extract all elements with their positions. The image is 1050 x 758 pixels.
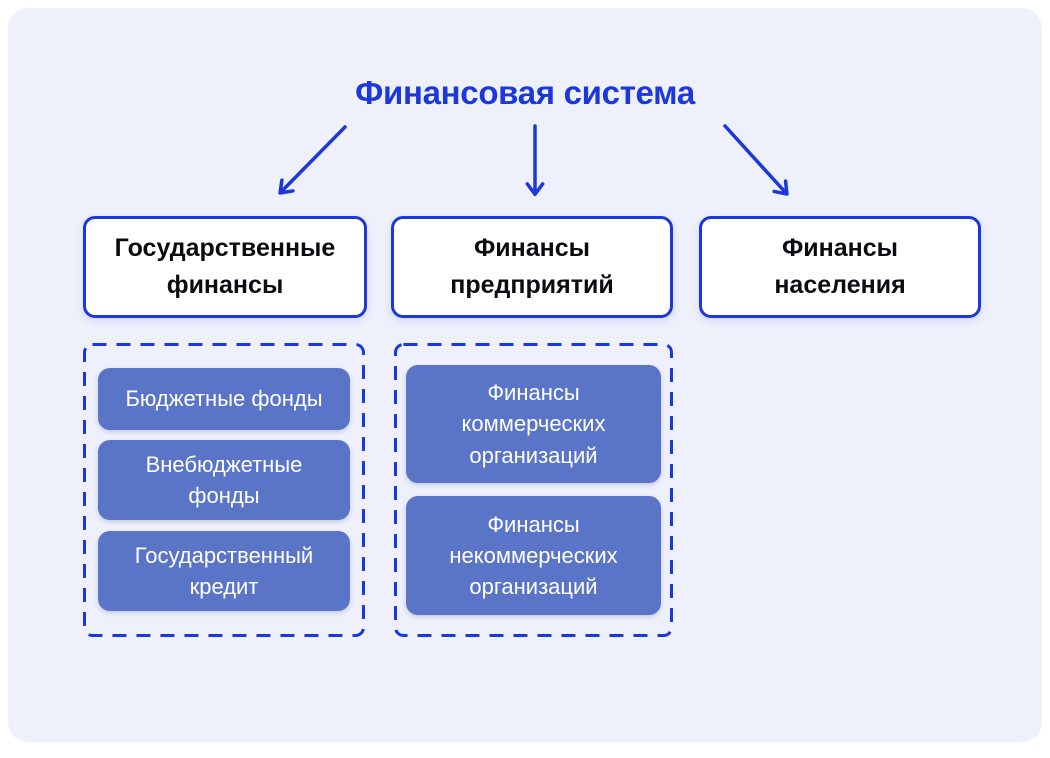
child-node-extrabudgetary-funds: Внебюджетные фонды: [98, 440, 350, 520]
child-node-budget-funds: Бюджетные фонды: [98, 368, 350, 430]
child-node-state-credit: Государственный кредит: [98, 531, 350, 611]
branch-node-population-finances: Финансы населения: [699, 216, 981, 318]
branch-node-enterprise-finances: Финансы предприятий: [391, 216, 673, 318]
diagram-title: Финансовая система: [355, 74, 695, 111]
child-node-noncommercial-org-finances: Финансы некоммерческих организаций: [406, 496, 661, 615]
child-node-commercial-org-finances: Финансы коммерческих организаций: [406, 365, 661, 483]
diagram-canvas: Финансовая система Государственные финан…: [8, 8, 1042, 742]
arrow-to-state-finances: [278, 125, 347, 195]
arrow-to-population-finances: [723, 124, 789, 196]
branch-node-state-finances: Государственные финансы: [83, 216, 367, 318]
